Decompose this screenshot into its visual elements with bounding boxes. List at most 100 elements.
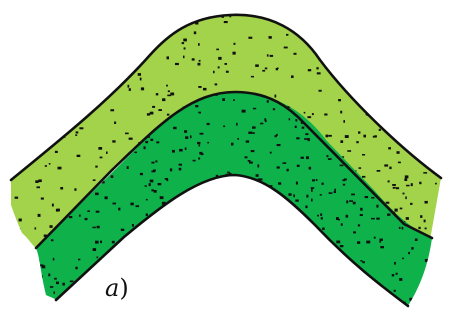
stipple-dot (298, 231, 300, 233)
stipple-dot (399, 278, 402, 281)
stipple-dot (397, 151, 400, 154)
stipple-dot (56, 282, 59, 285)
stipple-dot (127, 22, 129, 25)
stipple-dot (284, 47, 288, 49)
stipple-dot (22, 158, 26, 161)
stipple-dot (419, 182, 421, 185)
stipple-dot (413, 135, 416, 137)
stipple-dot (233, 52, 236, 55)
stipple-dot (11, 83, 14, 85)
stipple-dot (40, 101, 42, 103)
stipple-dot (152, 222, 154, 224)
stipple-dot (187, 216, 190, 218)
stipple-dot (231, 143, 234, 146)
stipple-dot (374, 237, 376, 239)
stipple-dot (335, 33, 337, 35)
stipple-dot (358, 303, 361, 305)
stipple-dot (326, 135, 329, 138)
stipple-dot (375, 97, 378, 99)
stipple-dot (442, 21, 446, 23)
stipple-dot (39, 87, 41, 89)
stipple-dot (164, 207, 168, 209)
stipple-dot (269, 302, 272, 304)
stipple-dot (409, 132, 413, 134)
stipple-dot (203, 263, 206, 266)
stipple-dot (113, 203, 117, 205)
stipple-dot (394, 290, 396, 292)
stipple-dot (388, 180, 390, 182)
stipple-dot (435, 132, 438, 134)
stipple-dot (316, 67, 318, 69)
stipple-dot (320, 213, 322, 216)
stipple-dot (365, 196, 369, 198)
stipple-dot (22, 131, 24, 133)
stipple-dot (268, 241, 271, 244)
stipple-dot (79, 127, 83, 129)
stipple-dot (149, 183, 151, 186)
stipple-dot (428, 137, 431, 139)
stipple-dot (425, 79, 429, 82)
stipple-dot (78, 18, 82, 20)
stipple-dot (441, 30, 444, 32)
stipple-dot (167, 56, 170, 59)
stipple-dot (129, 138, 133, 140)
stipple-dot (172, 150, 175, 153)
stipple-dot (257, 234, 259, 237)
stipple-dot (295, 19, 297, 21)
stipple-dot (287, 297, 290, 300)
stipple-dot (227, 209, 229, 211)
stipple-dot (160, 306, 163, 309)
stipple-dot (10, 14, 13, 16)
stipple-dot (349, 200, 353, 202)
stipple-dot (442, 184, 446, 186)
stipple-dot (217, 219, 220, 221)
stipple-dot (275, 222, 278, 224)
stipple-dot (37, 186, 41, 188)
stipple-dot (322, 183, 324, 185)
stipple-dot (269, 36, 272, 39)
stipple-dot (16, 62, 18, 64)
stipple-dot (42, 299, 45, 302)
stipple-dot (129, 293, 133, 296)
stipple-dot (400, 208, 403, 210)
stipple-dot (218, 303, 221, 306)
stipple-dot (42, 75, 46, 77)
stipple-dot (255, 199, 258, 202)
stipple-dot (340, 165, 344, 167)
stipple-dot (149, 219, 151, 221)
stipple-dot (58, 167, 62, 170)
stipple-dot (198, 63, 201, 66)
stipple-dot (340, 245, 344, 247)
stipple-dot (43, 147, 45, 150)
stipple-dot (207, 142, 209, 144)
stipple-dot (265, 297, 268, 300)
stipple-dot (69, 216, 73, 218)
stipple-dot (360, 208, 362, 211)
stipple-dot (343, 184, 345, 186)
stipple-dot (253, 108, 256, 110)
stipple-dot (270, 152, 272, 154)
stipple-dot (393, 307, 396, 309)
stipple-dot (100, 157, 103, 159)
stipple-dot (298, 270, 300, 272)
stipple-dot (41, 198, 44, 200)
stipple-dot (189, 282, 193, 284)
stipple-dot (9, 231, 11, 233)
stipple-dot (141, 87, 144, 90)
stipple-dot (93, 18, 95, 20)
stipple-dot (252, 308, 255, 311)
stipple-dot (439, 233, 442, 235)
stipple-dot (295, 119, 297, 121)
stipple-dot (304, 138, 308, 140)
stipple-dot (142, 233, 146, 235)
stipple-dot (255, 64, 259, 67)
stipple-dot (83, 63, 86, 66)
stipple-dot (15, 197, 19, 199)
stipple-dot (423, 172, 427, 174)
stipple-dot (77, 113, 81, 115)
stipple-dot (236, 300, 238, 303)
stipple-dot (401, 141, 405, 143)
stipple-dot (37, 31, 40, 33)
stipple-dot (405, 121, 409, 123)
stipple-dot (19, 219, 22, 222)
